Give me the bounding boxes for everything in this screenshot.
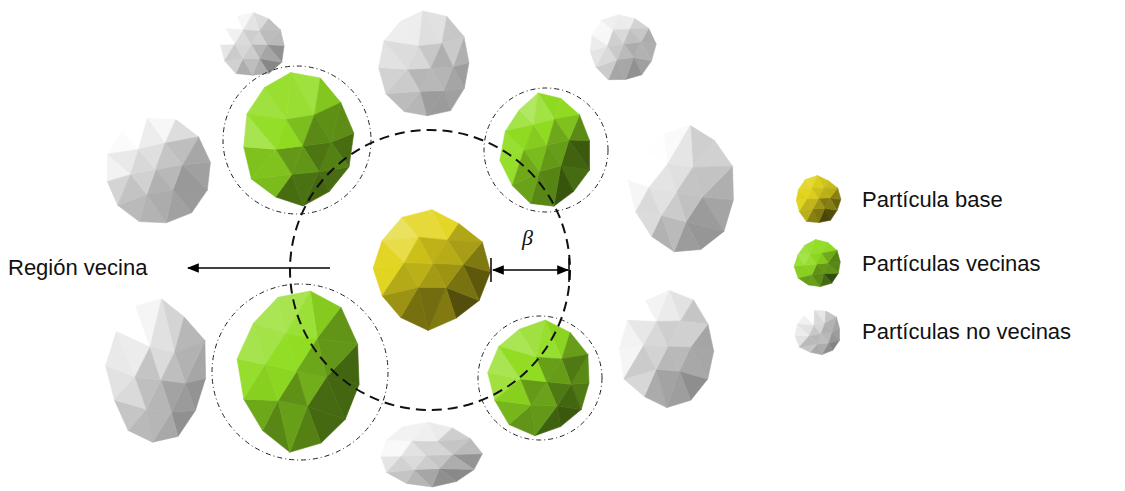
particle-facet <box>147 190 173 223</box>
particle-facet <box>821 323 832 333</box>
particle-facet <box>617 57 634 79</box>
particle-facet <box>419 210 448 241</box>
particle-facet <box>412 422 437 442</box>
particle-facet <box>608 44 624 60</box>
particle-facet <box>547 119 569 145</box>
particle-facet <box>636 212 662 237</box>
neighbour-particle <box>488 320 589 436</box>
bounding-circle <box>212 284 388 460</box>
bounding-circle <box>223 66 371 214</box>
legend-swatch <box>795 311 840 355</box>
neighbour-region-circle <box>290 130 570 410</box>
particle-facet <box>547 359 572 384</box>
particle-facet <box>421 91 444 116</box>
particle-facet <box>531 405 557 436</box>
non-neighbour-particle <box>379 11 469 116</box>
dimension-tick <box>490 258 492 282</box>
particle-facet <box>808 198 819 209</box>
particle-facet <box>521 379 547 405</box>
particle-facet <box>817 253 828 264</box>
particle-facet <box>244 399 278 430</box>
particle-facet <box>150 299 174 353</box>
particle-facet <box>812 274 824 287</box>
particle-facet <box>386 91 421 111</box>
particle-facet <box>264 73 290 120</box>
particle-facet <box>156 143 183 169</box>
particle-facet <box>804 311 814 326</box>
particle-facet <box>693 141 733 168</box>
particle-facet <box>813 208 825 222</box>
particle-facet <box>286 291 318 339</box>
particle-facet <box>433 240 463 264</box>
base-particle <box>373 210 490 331</box>
legend-text: Partículas vecinas <box>862 252 1041 276</box>
particle-facet <box>657 290 681 321</box>
particle-facet <box>259 19 280 31</box>
neighbour-particle <box>244 73 354 206</box>
particle-facet <box>317 308 357 345</box>
particle-facet <box>303 115 331 146</box>
particle-facet <box>810 240 822 255</box>
non-neighbour-particle <box>381 422 483 487</box>
dimension-arrow <box>493 269 568 271</box>
particle-facet <box>681 300 708 324</box>
particle-facet <box>418 287 446 330</box>
non-neighbour-particle <box>106 299 206 442</box>
particle-facet <box>276 146 303 174</box>
legend-text: Partícula base <box>862 188 1003 212</box>
legend-text: Partículas no vecinas <box>862 320 1071 344</box>
dimension-tick <box>568 258 570 282</box>
particle-facet <box>668 125 693 167</box>
particle-facet <box>812 176 824 189</box>
particle-facet <box>405 263 434 288</box>
non-neighbour-particle <box>590 15 656 80</box>
non-neighbour-particle <box>107 119 210 223</box>
legend-swatch <box>796 176 841 223</box>
particle-facet <box>243 59 259 76</box>
particle-facet <box>624 29 641 44</box>
non-neighbour-particle <box>620 290 714 407</box>
bounding-circle <box>484 88 608 212</box>
particle-facet <box>426 442 452 456</box>
particle-facet <box>408 68 431 91</box>
particle-facet <box>824 181 838 189</box>
particle-facet <box>644 345 668 369</box>
particle-facet <box>287 73 315 120</box>
leader-arrow <box>188 267 330 269</box>
particle-facet <box>146 409 171 442</box>
particle-facet <box>292 172 319 206</box>
particle-facet <box>402 455 427 469</box>
particle-facet <box>278 400 307 452</box>
region-label: Región vecina <box>8 256 147 280</box>
bounding-circle <box>478 316 602 440</box>
particle-facet <box>805 264 817 274</box>
particle-facet <box>251 31 267 44</box>
particle-facet <box>431 44 453 68</box>
legend-swatch <box>794 240 840 287</box>
non-neighbour-particle <box>628 125 734 251</box>
non-neighbour-particle <box>220 13 284 76</box>
particle-facet <box>161 352 185 383</box>
particle-facet <box>135 377 161 410</box>
dimension-label: β <box>522 226 533 250</box>
particle-facet <box>419 11 442 46</box>
particle-facet <box>819 189 830 199</box>
particle-facet <box>225 59 243 74</box>
particle-facet <box>656 369 679 407</box>
particle-facet <box>613 15 630 30</box>
particle-facet <box>447 224 482 242</box>
particle-facet <box>817 343 828 355</box>
particle-facet <box>668 321 691 347</box>
particle-facet <box>243 13 259 32</box>
particle-facet <box>630 19 649 30</box>
particle-facet <box>414 469 439 487</box>
particle-facet <box>677 167 703 197</box>
particle-facet <box>814 311 825 326</box>
particle-facet <box>235 44 251 59</box>
